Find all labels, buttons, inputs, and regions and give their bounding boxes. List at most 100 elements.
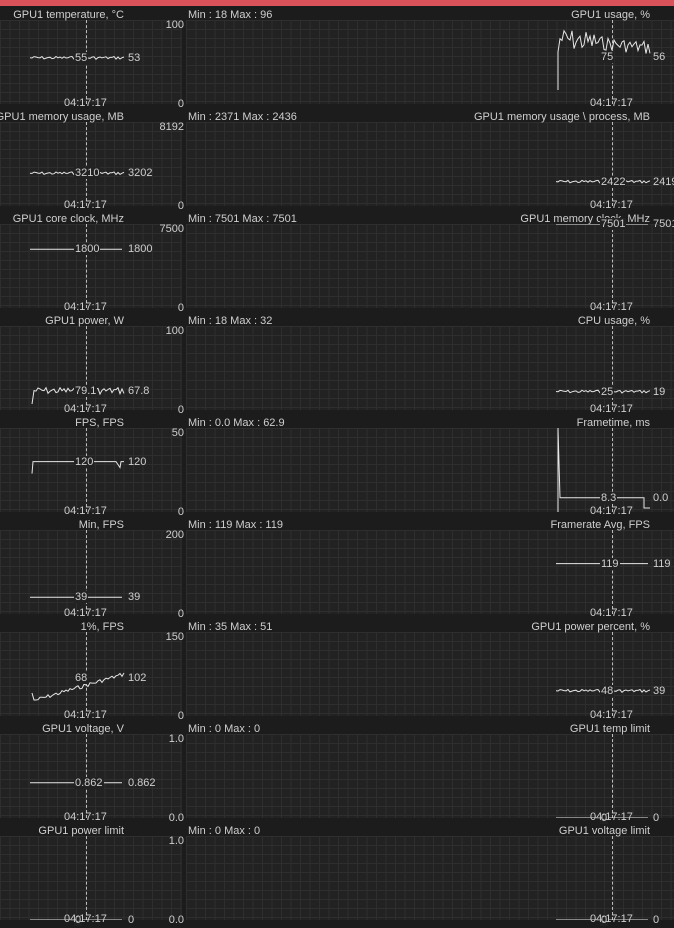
graph-trace — [31, 461, 124, 474]
y-axis-min: 0 — [177, 200, 184, 212]
time-cursor-line — [612, 632, 613, 716]
y-axis-max: 8192 — [159, 121, 184, 133]
cursor-value-label: 7501 — [600, 218, 627, 230]
time-cursor-line — [86, 122, 87, 206]
cursor-value-label: 0 — [600, 914, 609, 926]
graph-trace — [30, 248, 122, 250]
time-label: 04:17:17 — [590, 97, 633, 109]
y-axis-max: 100 — [165, 19, 184, 31]
graph-right-grid[interactable] — [186, 734, 674, 818]
time-label: 04:17:17 — [590, 403, 633, 415]
graph-title: GPU1 voltage limit — [558, 825, 650, 837]
min-max-readout: Min : 7501 Max : 7501 — [188, 213, 297, 225]
current-value: 102 — [128, 672, 147, 685]
graph-left-grid[interactable] — [0, 734, 182, 818]
graph-right-grid[interactable] — [186, 530, 674, 614]
graph-right-grid[interactable] — [186, 326, 674, 410]
y-axis-min: 0 — [177, 506, 184, 518]
graph-left-grid[interactable] — [0, 530, 182, 614]
current-value: 119 — [653, 557, 671, 570]
graph-trace — [31, 386, 125, 405]
graph-trace — [30, 171, 125, 176]
cursor-value-label: 55 — [74, 51, 89, 64]
graph-trace — [556, 817, 648, 818]
cursor-value-label: 0 — [74, 914, 83, 926]
y-axis-min: 0 — [177, 710, 184, 722]
cursor-value-label: 0 — [600, 812, 609, 824]
graph-title: Min, FPS — [78, 519, 124, 531]
current-value: 67.8 — [128, 384, 150, 397]
time-cursor-line — [86, 326, 87, 410]
cursor-value-label: 39 — [74, 591, 89, 604]
min-max-readout: Min : 0 Max : 0 — [188, 825, 261, 837]
min-max-readout: Min : 18 Max : 96 — [188, 9, 273, 21]
time-cursor-line — [612, 122, 613, 206]
y-axis-min: 0.0 — [168, 914, 184, 926]
graph-left-grid[interactable] — [0, 20, 182, 104]
graph-title: GPU1 power limit — [38, 825, 124, 837]
min-max-readout: Min : 119 Max : 119 — [188, 519, 283, 531]
time-label: 04:17:17 — [590, 709, 633, 721]
graph-left-grid[interactable] — [0, 836, 182, 920]
cursor-value-label: 0.862 — [74, 776, 104, 789]
graph-right-grid[interactable] — [186, 632, 674, 716]
time-cursor-line — [612, 734, 613, 818]
current-value: 53 — [128, 51, 141, 64]
cursor-value-label: 120 — [74, 455, 95, 468]
trace-line — [557, 29, 651, 90]
graph-trace — [556, 224, 648, 225]
graph-right-grid[interactable] — [186, 836, 674, 920]
time-label: 04:17:17 — [64, 403, 107, 415]
graph-right-grid[interactable] — [186, 122, 674, 206]
time-label: 04:17:17 — [64, 607, 107, 619]
time-cursor-line — [612, 836, 613, 920]
time-label: 04:17:17 — [64, 913, 107, 925]
graph-trace — [556, 688, 651, 694]
cursor-value-label: 3210 — [74, 167, 101, 180]
y-axis-max: 7500 — [159, 223, 184, 235]
graph-right-grid[interactable] — [186, 20, 674, 104]
current-value: 56 — [653, 50, 666, 63]
time-label: 04:17:17 — [590, 913, 633, 925]
graph-left-grid[interactable] — [0, 632, 182, 716]
cursor-value-label: 48 — [600, 684, 615, 697]
trace-line — [31, 672, 125, 701]
min-max-readout: Min : 35 Max : 51 — [188, 621, 273, 633]
current-value: 3202 — [128, 167, 153, 180]
graph-left-grid[interactable] — [0, 122, 182, 206]
graph-trace — [31, 672, 125, 701]
graph-title: CPU usage, % — [577, 315, 650, 327]
y-axis-min: 0 — [177, 404, 184, 416]
time-cursor-line — [86, 224, 87, 308]
graph-title: Framerate Avg, FPS — [550, 519, 650, 531]
graph-trace — [556, 563, 648, 565]
graph-left-grid[interactable] — [0, 428, 182, 512]
graph-trace — [30, 919, 122, 920]
time-cursor-line — [612, 326, 613, 410]
y-axis-max: 1.0 — [168, 835, 184, 847]
time-label: 04:17:17 — [64, 199, 107, 211]
time-label: 04:17:17 — [590, 301, 633, 313]
graph-right-grid[interactable] — [186, 428, 674, 512]
graph-title: Frametime, ms — [576, 417, 650, 429]
current-value: 0 — [653, 812, 660, 824]
time-label: 04:17:17 — [64, 505, 107, 517]
cursor-value-label: 2422 — [600, 175, 627, 188]
time-label: 04:17:17 — [590, 199, 633, 211]
graph-right-grid[interactable] — [186, 224, 674, 308]
time-cursor-line — [86, 836, 87, 920]
y-axis-max: 100 — [165, 325, 184, 337]
graph-left-grid[interactable] — [0, 224, 182, 308]
cursor-value-label: 1800 — [74, 243, 101, 256]
time-cursor-line — [612, 428, 613, 512]
graph-title: GPU1 temp limit — [569, 723, 650, 735]
graph-title: 1%, FPS — [80, 621, 124, 633]
current-value: 0.0 — [653, 491, 669, 504]
window-title-bar[interactable] — [0, 0, 674, 6]
